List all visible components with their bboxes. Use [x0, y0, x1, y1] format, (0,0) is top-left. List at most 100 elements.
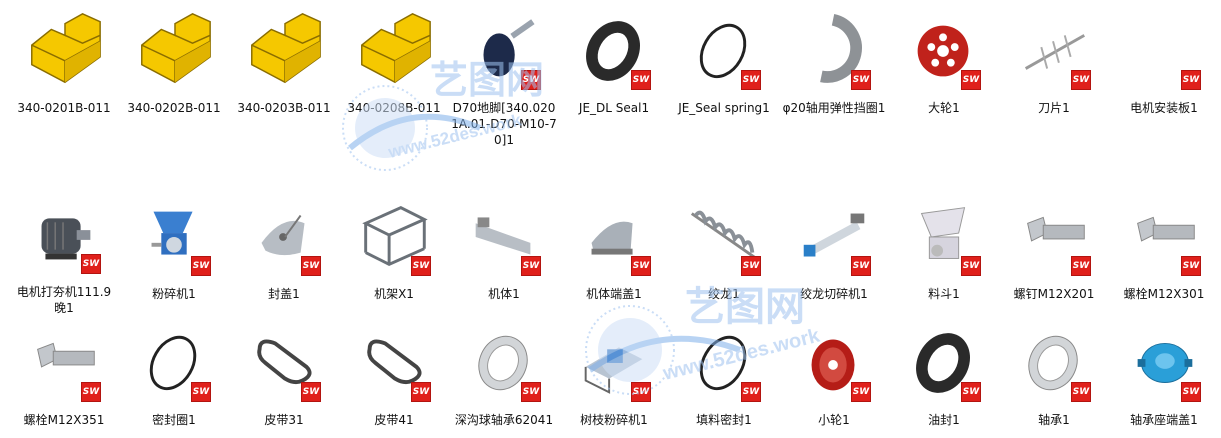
- file-thumbnail: SW: [679, 190, 769, 282]
- file-thumbnail: SW: [569, 316, 659, 408]
- file-name: 340-0201B-011: [17, 101, 111, 115]
- solidworks-badge-icon: SW: [631, 70, 651, 90]
- file-thumbnail: SW: [899, 316, 989, 408]
- solidworks-badge-icon: SW: [1071, 382, 1091, 402]
- black-seal-ring-icon: [586, 21, 641, 81]
- black-seal-ring-icon: [916, 333, 971, 393]
- file-thumbnail: SW: [899, 4, 989, 96]
- file-item[interactable]: 340-0208B-011: [339, 4, 449, 190]
- belt-icon: [257, 339, 312, 385]
- file-name: 轴承1: [1038, 413, 1070, 427]
- file-thumbnail: SW: [569, 4, 659, 96]
- file-thumbnail: SW: [789, 190, 879, 282]
- file-thumbnail: [239, 4, 329, 96]
- solidworks-badge-icon: SW: [301, 382, 321, 402]
- file-thumbnail: SW: [679, 316, 769, 408]
- folder-block-icon: [361, 13, 431, 84]
- file-name: 密封圈1: [152, 413, 196, 427]
- file-name: 粉碎机1: [152, 287, 196, 301]
- file-item[interactable]: SW 粉碎机1: [119, 190, 229, 316]
- file-name: D70地脚[340.0201A.01-D70-M10-70]1: [451, 101, 557, 147]
- file-thumbnail: SW: [679, 4, 769, 96]
- file-name: 机架X1: [374, 287, 414, 301]
- solidworks-badge-icon: SW: [741, 256, 761, 276]
- file-name: 340-0203B-011: [237, 101, 331, 115]
- file-item[interactable]: 340-0201B-011: [9, 4, 119, 190]
- solidworks-badge-icon: SW: [1181, 382, 1201, 402]
- file-thumbnail: SW: [19, 316, 109, 408]
- file-item[interactable]: SW 机体端盖1: [559, 190, 669, 316]
- file-thumbnail: SW: [569, 190, 659, 282]
- thin-ring-icon: [149, 335, 197, 391]
- file-name: 填料密封1: [696, 413, 752, 427]
- file-grid: 340-0201B-011 340-0202B-011 340-0203B-01…: [9, 4, 1219, 438]
- hopper-icon: [920, 207, 966, 259]
- frame-icon: [362, 206, 428, 266]
- file-item[interactable]: SW 树枝粉碎机1: [559, 316, 669, 438]
- file-thumbnail: SW: [789, 316, 879, 408]
- solidworks-badge-icon: SW: [1181, 70, 1201, 90]
- file-name: 树枝粉碎机1: [580, 413, 648, 427]
- file-thumbnail: SW: [1119, 316, 1209, 408]
- file-name: JE_Seal spring1: [678, 101, 770, 115]
- thin-ring-icon: [699, 23, 747, 79]
- file-item[interactable]: 340-0202B-011: [119, 4, 229, 190]
- file-name: 皮带31: [264, 413, 304, 427]
- file-thumbnail: SW: [129, 190, 219, 282]
- file-item[interactable]: SW 填料密封1: [669, 316, 779, 438]
- file-name: φ20轴用弹性挡圈1: [782, 101, 886, 115]
- bearing-icon: [1028, 335, 1078, 391]
- solidworks-badge-icon: SW: [81, 254, 101, 274]
- crusher-icon: [151, 211, 193, 255]
- file-name: 小轮1: [818, 413, 850, 427]
- file-name: JE_DL Seal1: [578, 101, 650, 115]
- solidworks-badge-icon: SW: [961, 256, 981, 276]
- solidworks-badge-icon: SW: [81, 382, 101, 402]
- solidworks-badge-icon: SW: [191, 256, 211, 276]
- file-item[interactable]: SW JE_DL Seal1: [559, 4, 669, 190]
- cover-icon: [261, 214, 305, 256]
- file-name: 绞龙1: [708, 287, 740, 301]
- file-item[interactable]: SW 皮带31: [229, 316, 339, 438]
- file-thumbnail: SW: [459, 4, 549, 96]
- file-item[interactable]: 340-0203B-011: [229, 4, 339, 190]
- file-thumbnail: SW: [349, 316, 439, 408]
- file-item[interactable]: SW 电机打夯机111.9晚1: [9, 190, 119, 316]
- blade-shaft-icon: [1024, 34, 1086, 70]
- file-item[interactable]: SW JE_Seal spring1: [669, 4, 779, 190]
- solidworks-badge-icon: SW: [741, 382, 761, 402]
- file-item[interactable]: SW D70地脚[340.0201A.01-D70-M10-70]1: [449, 4, 559, 190]
- foot-screw-icon: [483, 19, 535, 77]
- solidworks-badge-icon: SW: [631, 256, 651, 276]
- file-thumbnail: SW: [239, 190, 329, 282]
- solidworks-badge-icon: SW: [411, 382, 431, 402]
- file-name: 机体端盖1: [586, 287, 642, 301]
- file-thumbnail: SW: [459, 316, 549, 408]
- file-name: 电机打夯机111.9晚1: [16, 285, 112, 315]
- solidworks-badge-icon: SW: [851, 382, 871, 402]
- solidworks-badge-icon: SW: [741, 70, 761, 90]
- red-pulley-small-icon: [811, 339, 855, 391]
- solidworks-badge-icon: SW: [631, 382, 651, 402]
- file-name: 机体1: [488, 287, 520, 301]
